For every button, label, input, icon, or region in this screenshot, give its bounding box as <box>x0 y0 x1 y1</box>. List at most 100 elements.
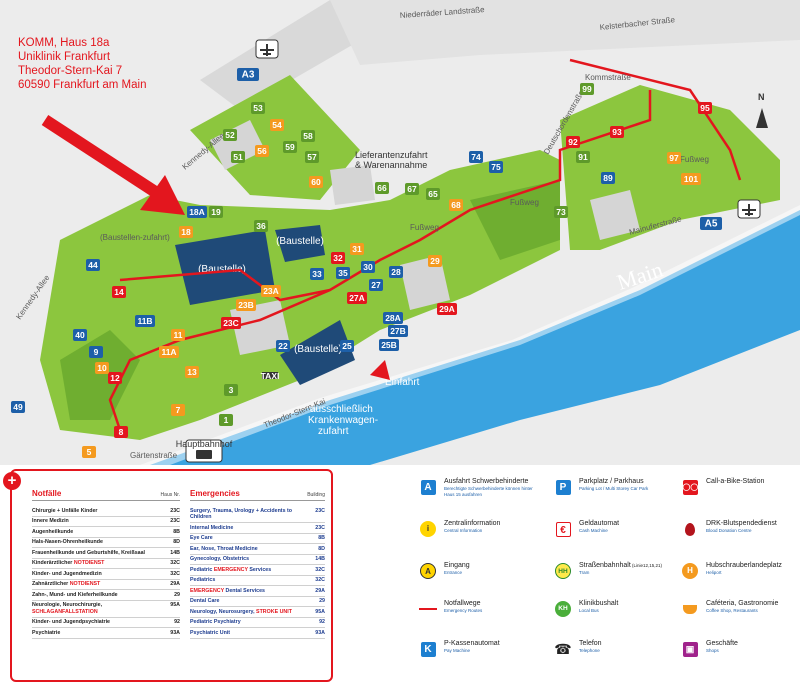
legend-blut-title: DRK-Blutspendedienst <box>706 520 777 527</box>
emergency-row-label: Pediatrics <box>190 577 216 583</box>
building-marker-66: 66 <box>375 182 389 194</box>
building-66-block <box>330 165 375 205</box>
building-marker-32: 32 <box>331 252 345 264</box>
legend-bahn-lines: (Linie12,15,21) <box>630 563 663 568</box>
emergency-title-en: Emergencies <box>190 489 240 498</box>
river-main <box>150 210 800 465</box>
emergency-row-label: Chirurgie + Unfälle Kinder <box>32 507 98 514</box>
building-number: 36 <box>256 221 266 231</box>
legend-geld-title: Geldautomat <box>579 520 620 527</box>
address-line-2: Uniklinik Frankfurt <box>18 51 111 63</box>
lieferanten-label-1: Lieferantenzufahrt <box>355 150 428 160</box>
emergency-row-label: Kinder- und Jugendmedizin <box>32 570 102 577</box>
building-marker-95: 95 <box>698 102 712 114</box>
info-icon: i <box>418 520 438 538</box>
building-marker-56: 56 <box>255 145 269 157</box>
emergency-row-building: 23C <box>315 507 325 514</box>
building-number: 93 <box>612 127 622 137</box>
building-marker-30: 30 <box>361 261 375 273</box>
emergency-table: + Notfälle Haus Nr. Chirurgie + Unfälle … <box>3 469 333 682</box>
legend-heli-title: Hubschrauberlandeplatz <box>706 562 782 569</box>
building-marker-25b: 25B <box>379 339 399 351</box>
legend-pkasse-sub: Pay Machine <box>444 648 471 653</box>
krankenwagen-label-1: ausschließlich <box>310 404 373 415</box>
building-marker-40: 40 <box>73 329 87 341</box>
building-number: 13 <box>187 367 197 377</box>
emergency-col-header-en: Building <box>307 492 325 498</box>
legend-notfall-title: Notfallwege <box>444 600 481 607</box>
building-marker-36: 36 <box>254 220 268 232</box>
street-garten: Gärtenstraße <box>130 451 178 460</box>
emergency-column-en: Emergencies Building Surgery, Trauma, Ur… <box>190 489 325 639</box>
emergency-row-building: 32C <box>170 570 180 577</box>
building-markers: 18A18193644144011B119121011A13785314923A… <box>11 83 712 458</box>
building-marker-3: 3 <box>224 384 238 396</box>
baustelle-label-3: (Baustelle) <box>276 236 324 247</box>
emergency-row-label: Dental Care <box>190 598 220 604</box>
legend-bus-title: Klinikbushalt <box>579 600 619 607</box>
emergency-row-label: Frauenheilkunde und Geburtshilfe, Kreißs… <box>32 549 146 556</box>
building-marker-1: 1 <box>219 414 233 426</box>
emergency-row-label: Kinder- und Jugendpsychiatrie <box>32 619 110 625</box>
building-number: 58 <box>303 131 313 141</box>
building-marker-68: 68 <box>449 199 463 211</box>
building-number: 27 <box>371 280 381 290</box>
building-number: 57 <box>307 152 317 162</box>
building-marker-31: 31 <box>350 243 364 255</box>
building-marker-5: 5 <box>82 446 96 458</box>
building-number: 53 <box>253 103 263 113</box>
krankenwagen-label-3: zufahrt <box>318 426 349 437</box>
svg-text:N: N <box>758 92 765 102</box>
cash-machine-icon: € <box>553 520 573 538</box>
emergency-row-label: Neurology, Neurosurgery, STROKE UNIT <box>190 608 292 615</box>
einfahrt-label: Einfahrt <box>385 377 420 388</box>
building-number: 9 <box>94 347 99 357</box>
building-number: 11 <box>174 330 183 340</box>
legend-geld-sub: Cash Machine <box>579 528 608 533</box>
building-number: 91 <box>578 152 588 162</box>
baustelle-label-2: (Baustelle) <box>294 344 342 355</box>
building-number: 28 <box>391 267 401 277</box>
building-marker-54: 54 <box>270 119 284 131</box>
building-marker-11b: 11B <box>135 315 155 327</box>
address-line-3: Theodor-Stern-Kai 7 <box>18 65 123 77</box>
einfahrt-arrow <box>370 360 390 380</box>
svg-text:A5: A5 <box>705 219 718 230</box>
emergency-row-building: 93A <box>315 629 325 636</box>
building-number: 92 <box>568 137 578 147</box>
street-baustellenzufahrt: (Baustellen-zufahrt) <box>100 233 170 242</box>
legend-zentral-sub: Central Information <box>444 528 483 533</box>
building-number: 23A <box>263 286 279 296</box>
emergency-row-building: 29 <box>319 598 325 604</box>
cart-icon: ▣ <box>680 640 700 658</box>
street-fussweg-3: Fußweg <box>680 155 709 164</box>
building-number: 25B <box>381 340 397 350</box>
emergency-row: Neurologie, Neurochirurgie, SCHLAGANFALL… <box>32 601 180 618</box>
emergency-route-main <box>108 90 652 431</box>
building-number: 11A <box>161 347 176 357</box>
emergency-row-building: 32C <box>170 560 180 566</box>
building-marker-53: 53 <box>251 102 265 114</box>
emergency-row-label: Neurologie, Neurochirurgie, SCHLAGANFALL… <box>32 602 103 615</box>
building-number: 31 <box>352 244 362 254</box>
emergency-row-label: Pediatric EMERGENCY Services <box>190 566 272 573</box>
building-marker-57: 57 <box>305 151 319 163</box>
building-number: 40 <box>75 330 85 340</box>
building-marker-58: 58 <box>301 130 315 142</box>
bike-icon: ◯◯ <box>680 478 700 496</box>
north-arrow-icon: N <box>756 92 768 128</box>
building-number: 89 <box>603 173 613 183</box>
building-number: 27A <box>349 293 365 303</box>
emergency-header-en: Emergencies Building <box>190 489 325 501</box>
